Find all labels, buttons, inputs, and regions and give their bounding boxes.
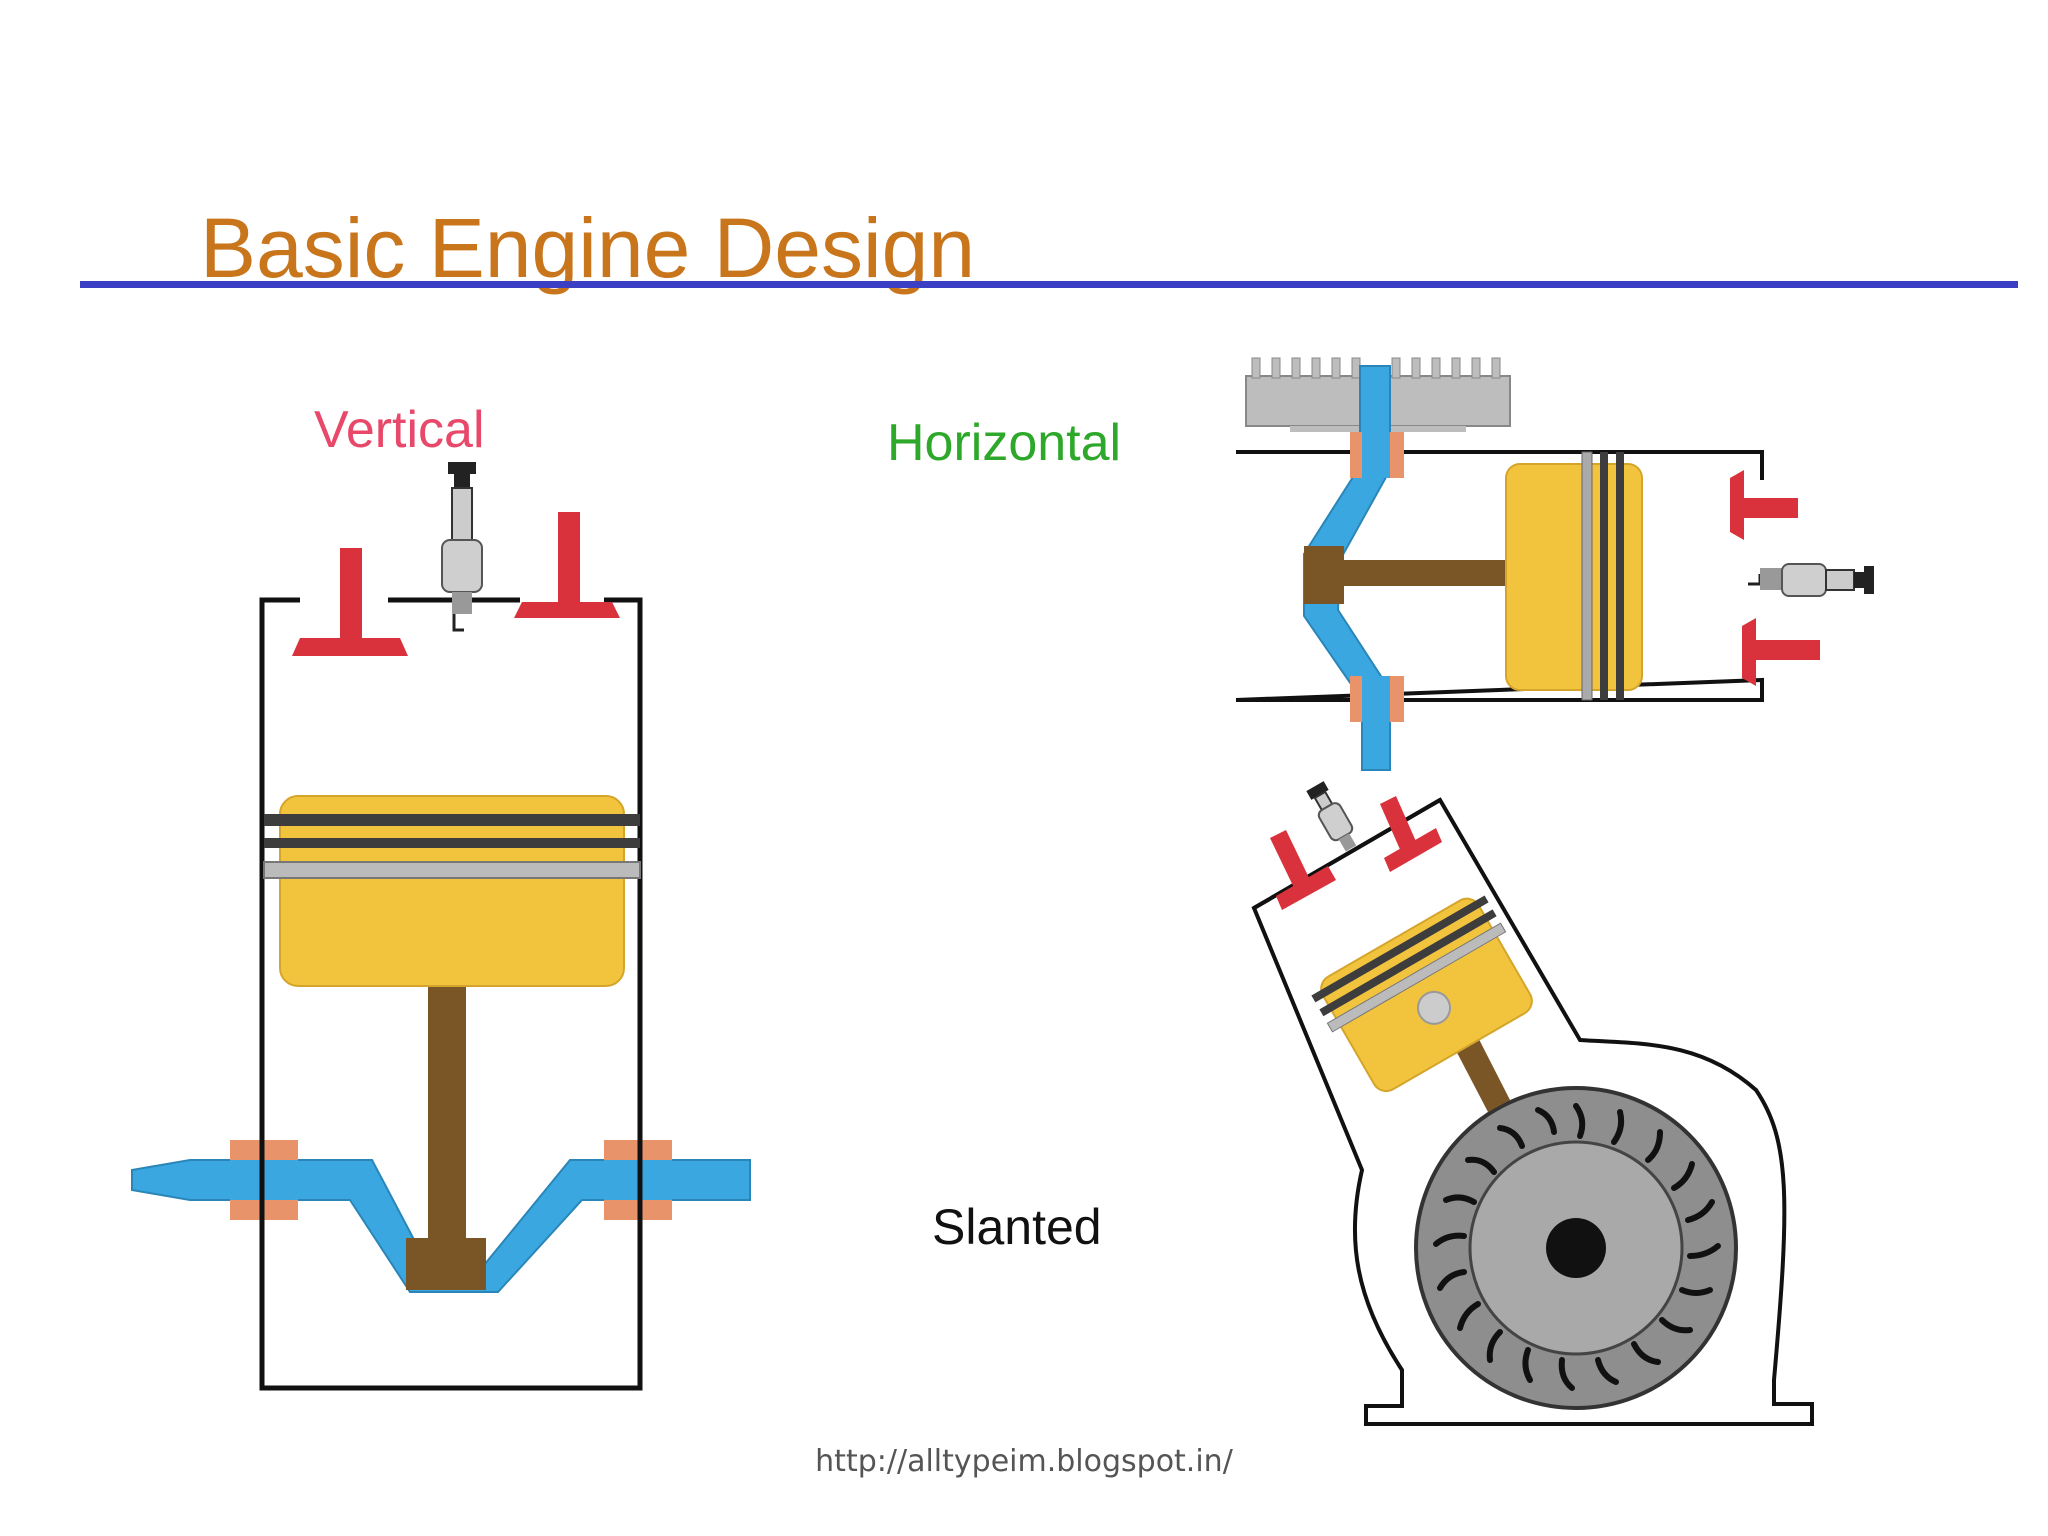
label-vertical: Vertical <box>314 401 485 459</box>
slanted-valve-right <box>1380 796 1442 872</box>
slanted-piston <box>1311 895 1533 1093</box>
flywheel-icon <box>1414 1086 1738 1410</box>
vertical-exhaust-valve <box>514 512 620 618</box>
horizontal-cylinder <box>1235 450 1764 702</box>
source-url: http://alltypeim.blogspot.in/ <box>815 1444 1233 1479</box>
vertical-intake-valve <box>292 548 408 656</box>
horizontal-connecting-rod <box>1336 560 1536 586</box>
slanted-valve-left <box>1270 830 1336 910</box>
vertical-cylinder <box>259 597 643 1391</box>
horizontal-valve-top <box>1730 470 1798 540</box>
spark-plug-icon <box>441 462 483 632</box>
slanted-spark-plug-icon <box>1306 781 1357 852</box>
horizontal-spark-plug-icon <box>1748 563 1874 597</box>
title-rule <box>80 281 2018 288</box>
horizontal-valve-bottom <box>1742 618 1820 686</box>
label-slanted: Slanted <box>932 1199 1102 1255</box>
vertical-connecting-rod <box>428 980 466 1252</box>
slide-title: Basic Engine Design <box>200 201 976 295</box>
label-horizontal: Horizontal <box>887 414 1122 472</box>
